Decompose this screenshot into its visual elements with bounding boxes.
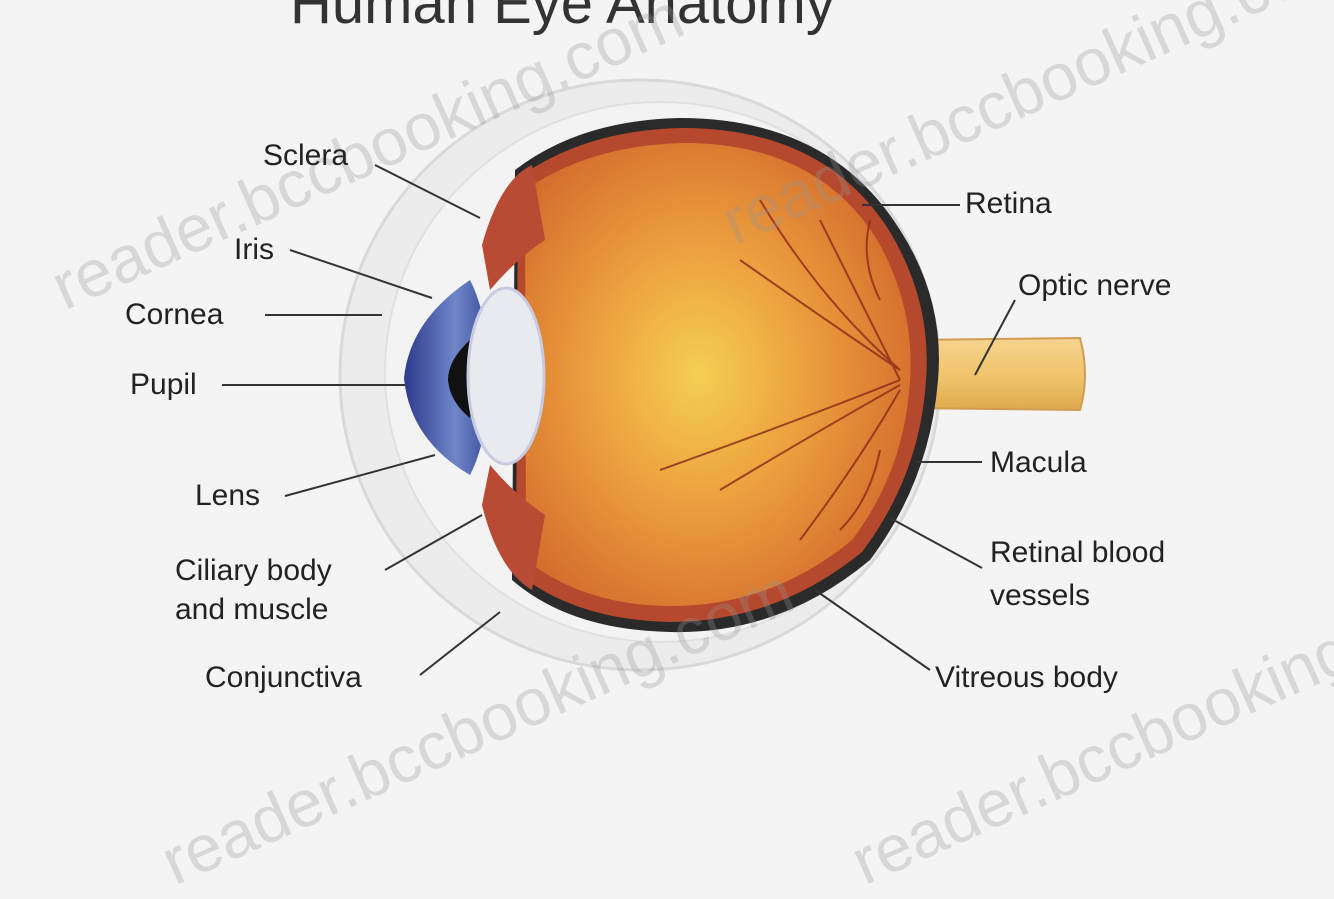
label-iris: Iris [234,232,274,268]
label-vitreous-body: Vitreous body [935,660,1118,696]
label-ciliary-body-2: and muscle [175,592,328,628]
label-optic-nerve: Optic nerve [1018,268,1171,304]
lens-shape [468,288,544,464]
label-retinal-vessels-2: vessels [990,578,1090,614]
eye-diagram: Human Eye Anatomy [0,0,1334,800]
label-macula: Macula [990,445,1087,481]
vitreous-body-shape [525,143,911,606]
label-cornea: Cornea [125,297,223,333]
label-retinal-vessels-1: Retinal blood [990,535,1165,571]
label-ciliary-body-1: Ciliary body [175,553,332,589]
label-conjunctiva: Conjunctiva [205,660,362,696]
label-sclera: Sclera [263,138,348,174]
label-lens: Lens [195,478,260,514]
label-retina: Retina [965,186,1052,222]
label-pupil: Pupil [130,367,197,403]
